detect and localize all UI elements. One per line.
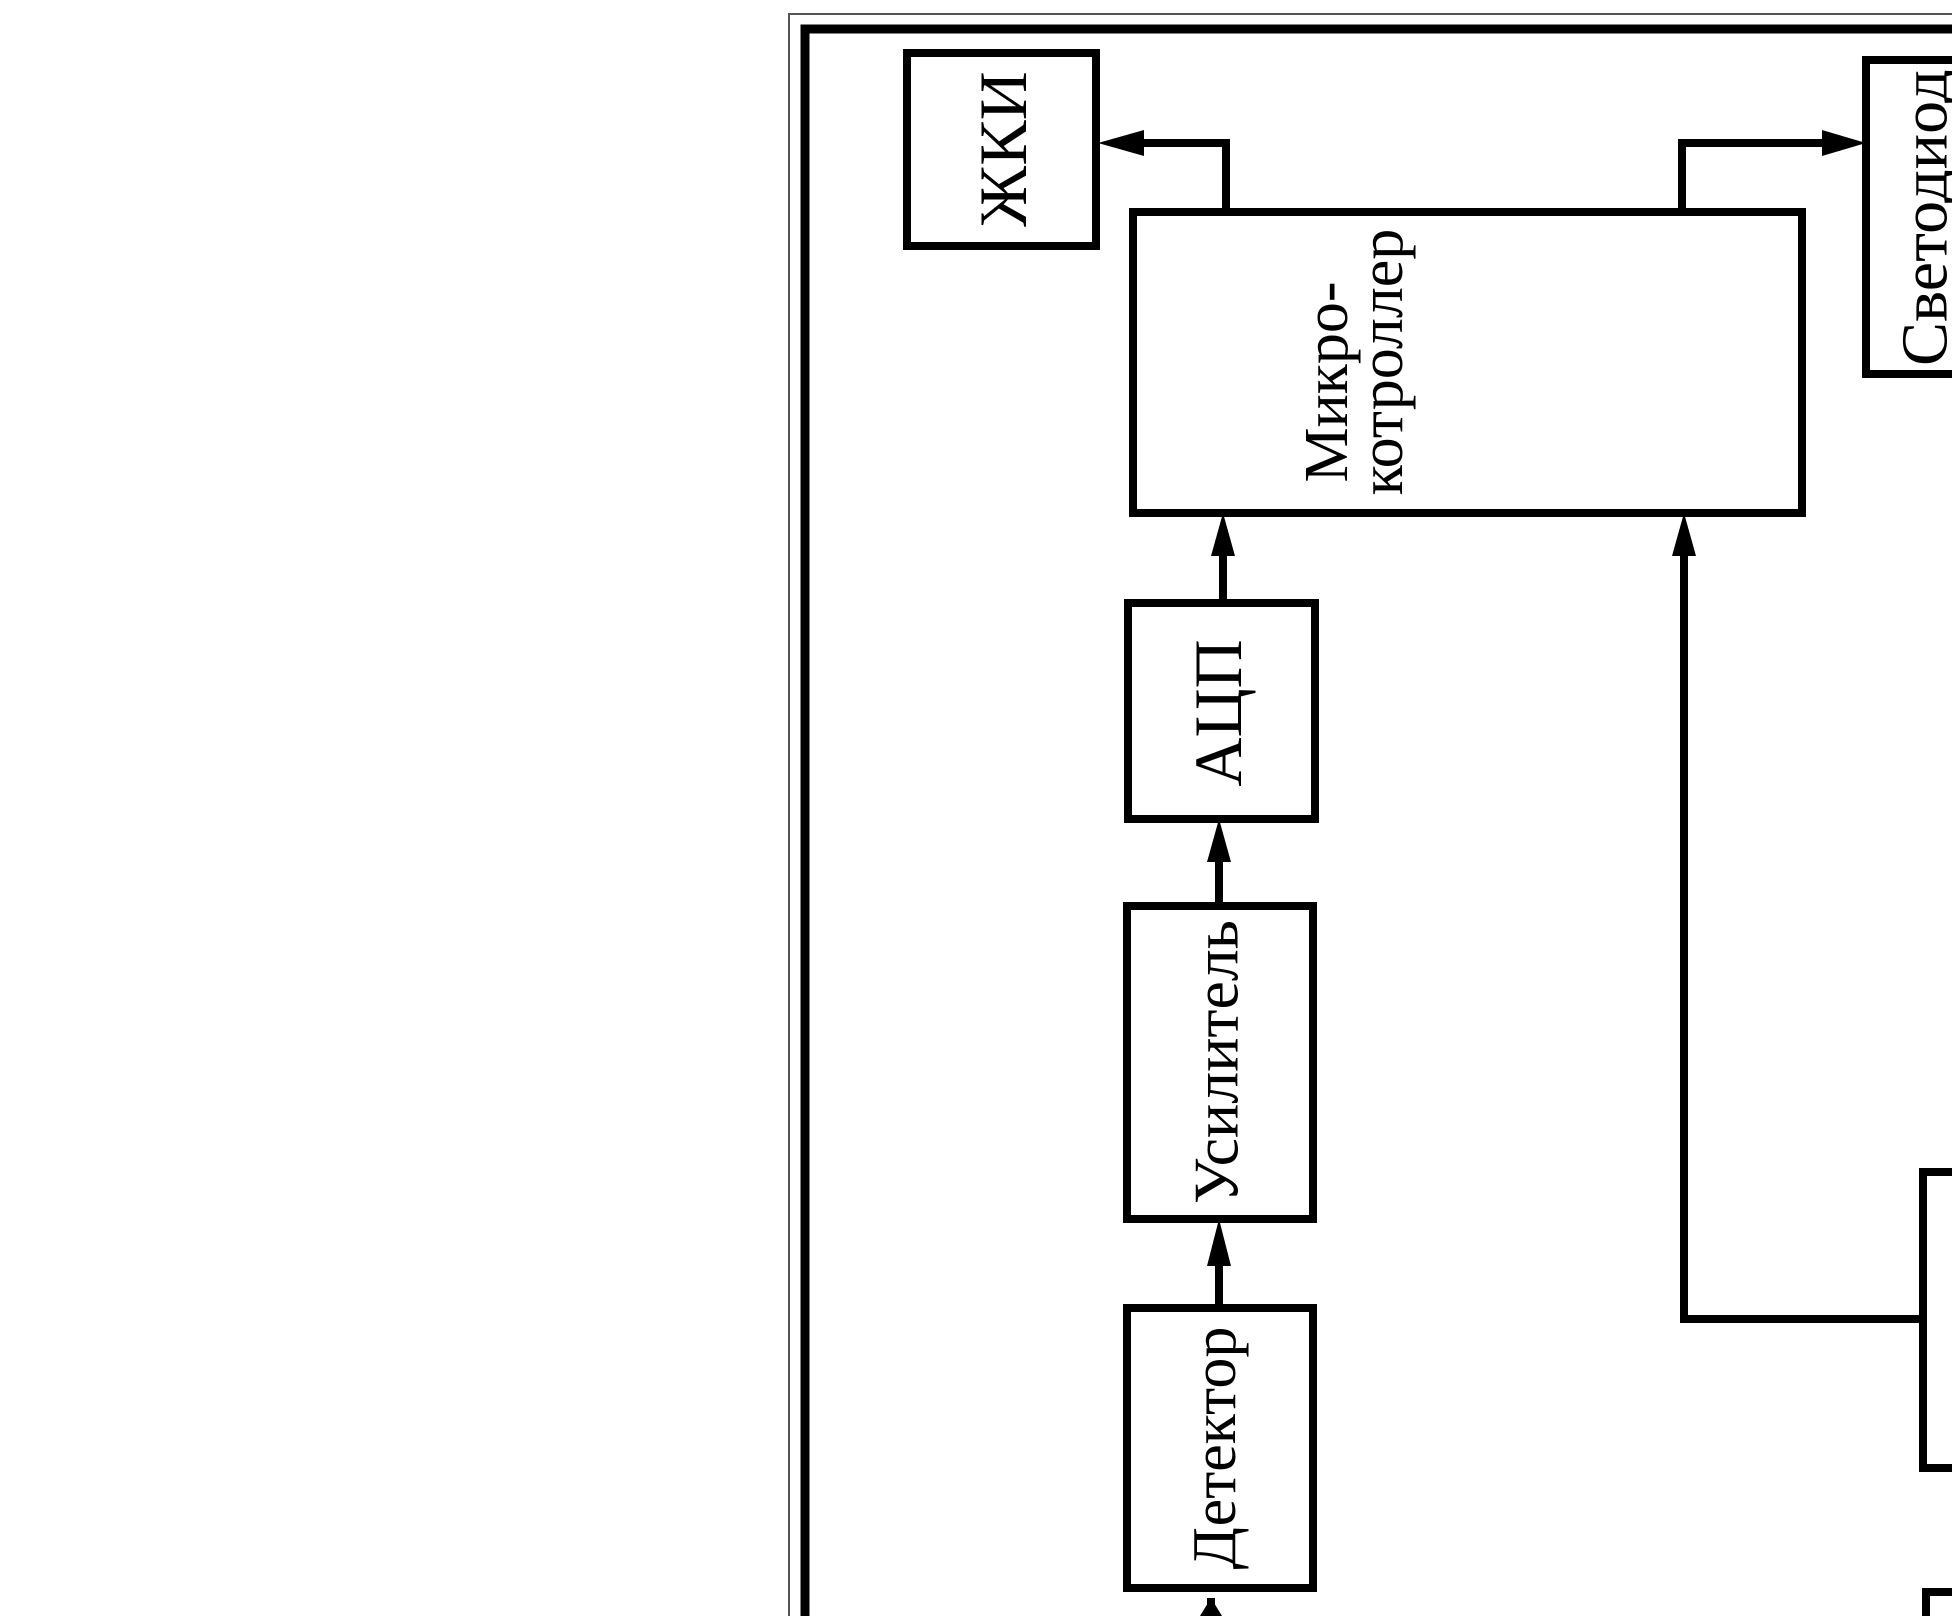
block-led: Светодиод xyxy=(1862,56,1952,378)
block-amplifier-box xyxy=(1123,902,1317,1223)
outer-frame xyxy=(788,13,1952,1616)
wire-mcu-to-led xyxy=(1678,139,1826,212)
connections xyxy=(1140,139,1923,1616)
arrowhead-detector xyxy=(1200,1598,1222,1616)
arrowhead-mcu-from-adc xyxy=(1211,513,1235,556)
block-detector-label: Детектор xyxy=(1181,1327,1249,1570)
block-microcontroller-label-line1: Микро- xyxy=(1293,281,1361,482)
outer-frame-thick xyxy=(800,24,1952,1616)
block-led-label: Светодиод xyxy=(1889,69,1952,366)
block-microcontroller: Микро- котроллер xyxy=(1129,208,1806,517)
block-adc-box xyxy=(1124,599,1319,823)
block-microcontroller-label-line2: котроллер xyxy=(1348,229,1416,496)
arrowhead-amplifier xyxy=(1207,1219,1231,1266)
block-lcd-box xyxy=(903,49,1100,250)
block-bottom-right-partial-box xyxy=(1922,1588,1952,1616)
block-led-box xyxy=(1862,56,1952,378)
arrowhead-led xyxy=(1822,130,1866,156)
wire-right-block-to-mcu xyxy=(1680,548,1923,1323)
arrowhead-lcd xyxy=(1098,130,1144,156)
block-lcd-label: ЖКИ xyxy=(965,71,1041,226)
block-right-partial: Т xyxy=(1919,1168,1952,1472)
arrowhead-mcu-from-right xyxy=(1672,513,1696,556)
block-adc-label: АЦП xyxy=(1180,639,1256,786)
block-lcd: ЖКИ xyxy=(903,49,1100,250)
block-right-partial-box xyxy=(1919,1168,1952,1472)
block-amplifier-label: Усилитель xyxy=(1181,920,1252,1204)
arrowhead-adc xyxy=(1207,819,1231,862)
block-detector: Детектор xyxy=(1123,1304,1317,1592)
wire-mcu-to-lcd xyxy=(1140,139,1230,212)
block-detector-box xyxy=(1123,1304,1317,1592)
block-adc: АЦП xyxy=(1124,599,1319,823)
block-bottom-right-partial xyxy=(1922,1588,1952,1616)
block-microcontroller-box xyxy=(1129,208,1806,517)
arrowheads xyxy=(1098,130,1866,1616)
block-right-partial-label: Т xyxy=(1942,1396,1952,1436)
outer-frame-thin xyxy=(788,13,1952,1616)
block-amplifier: Усилитель xyxy=(1123,902,1317,1223)
